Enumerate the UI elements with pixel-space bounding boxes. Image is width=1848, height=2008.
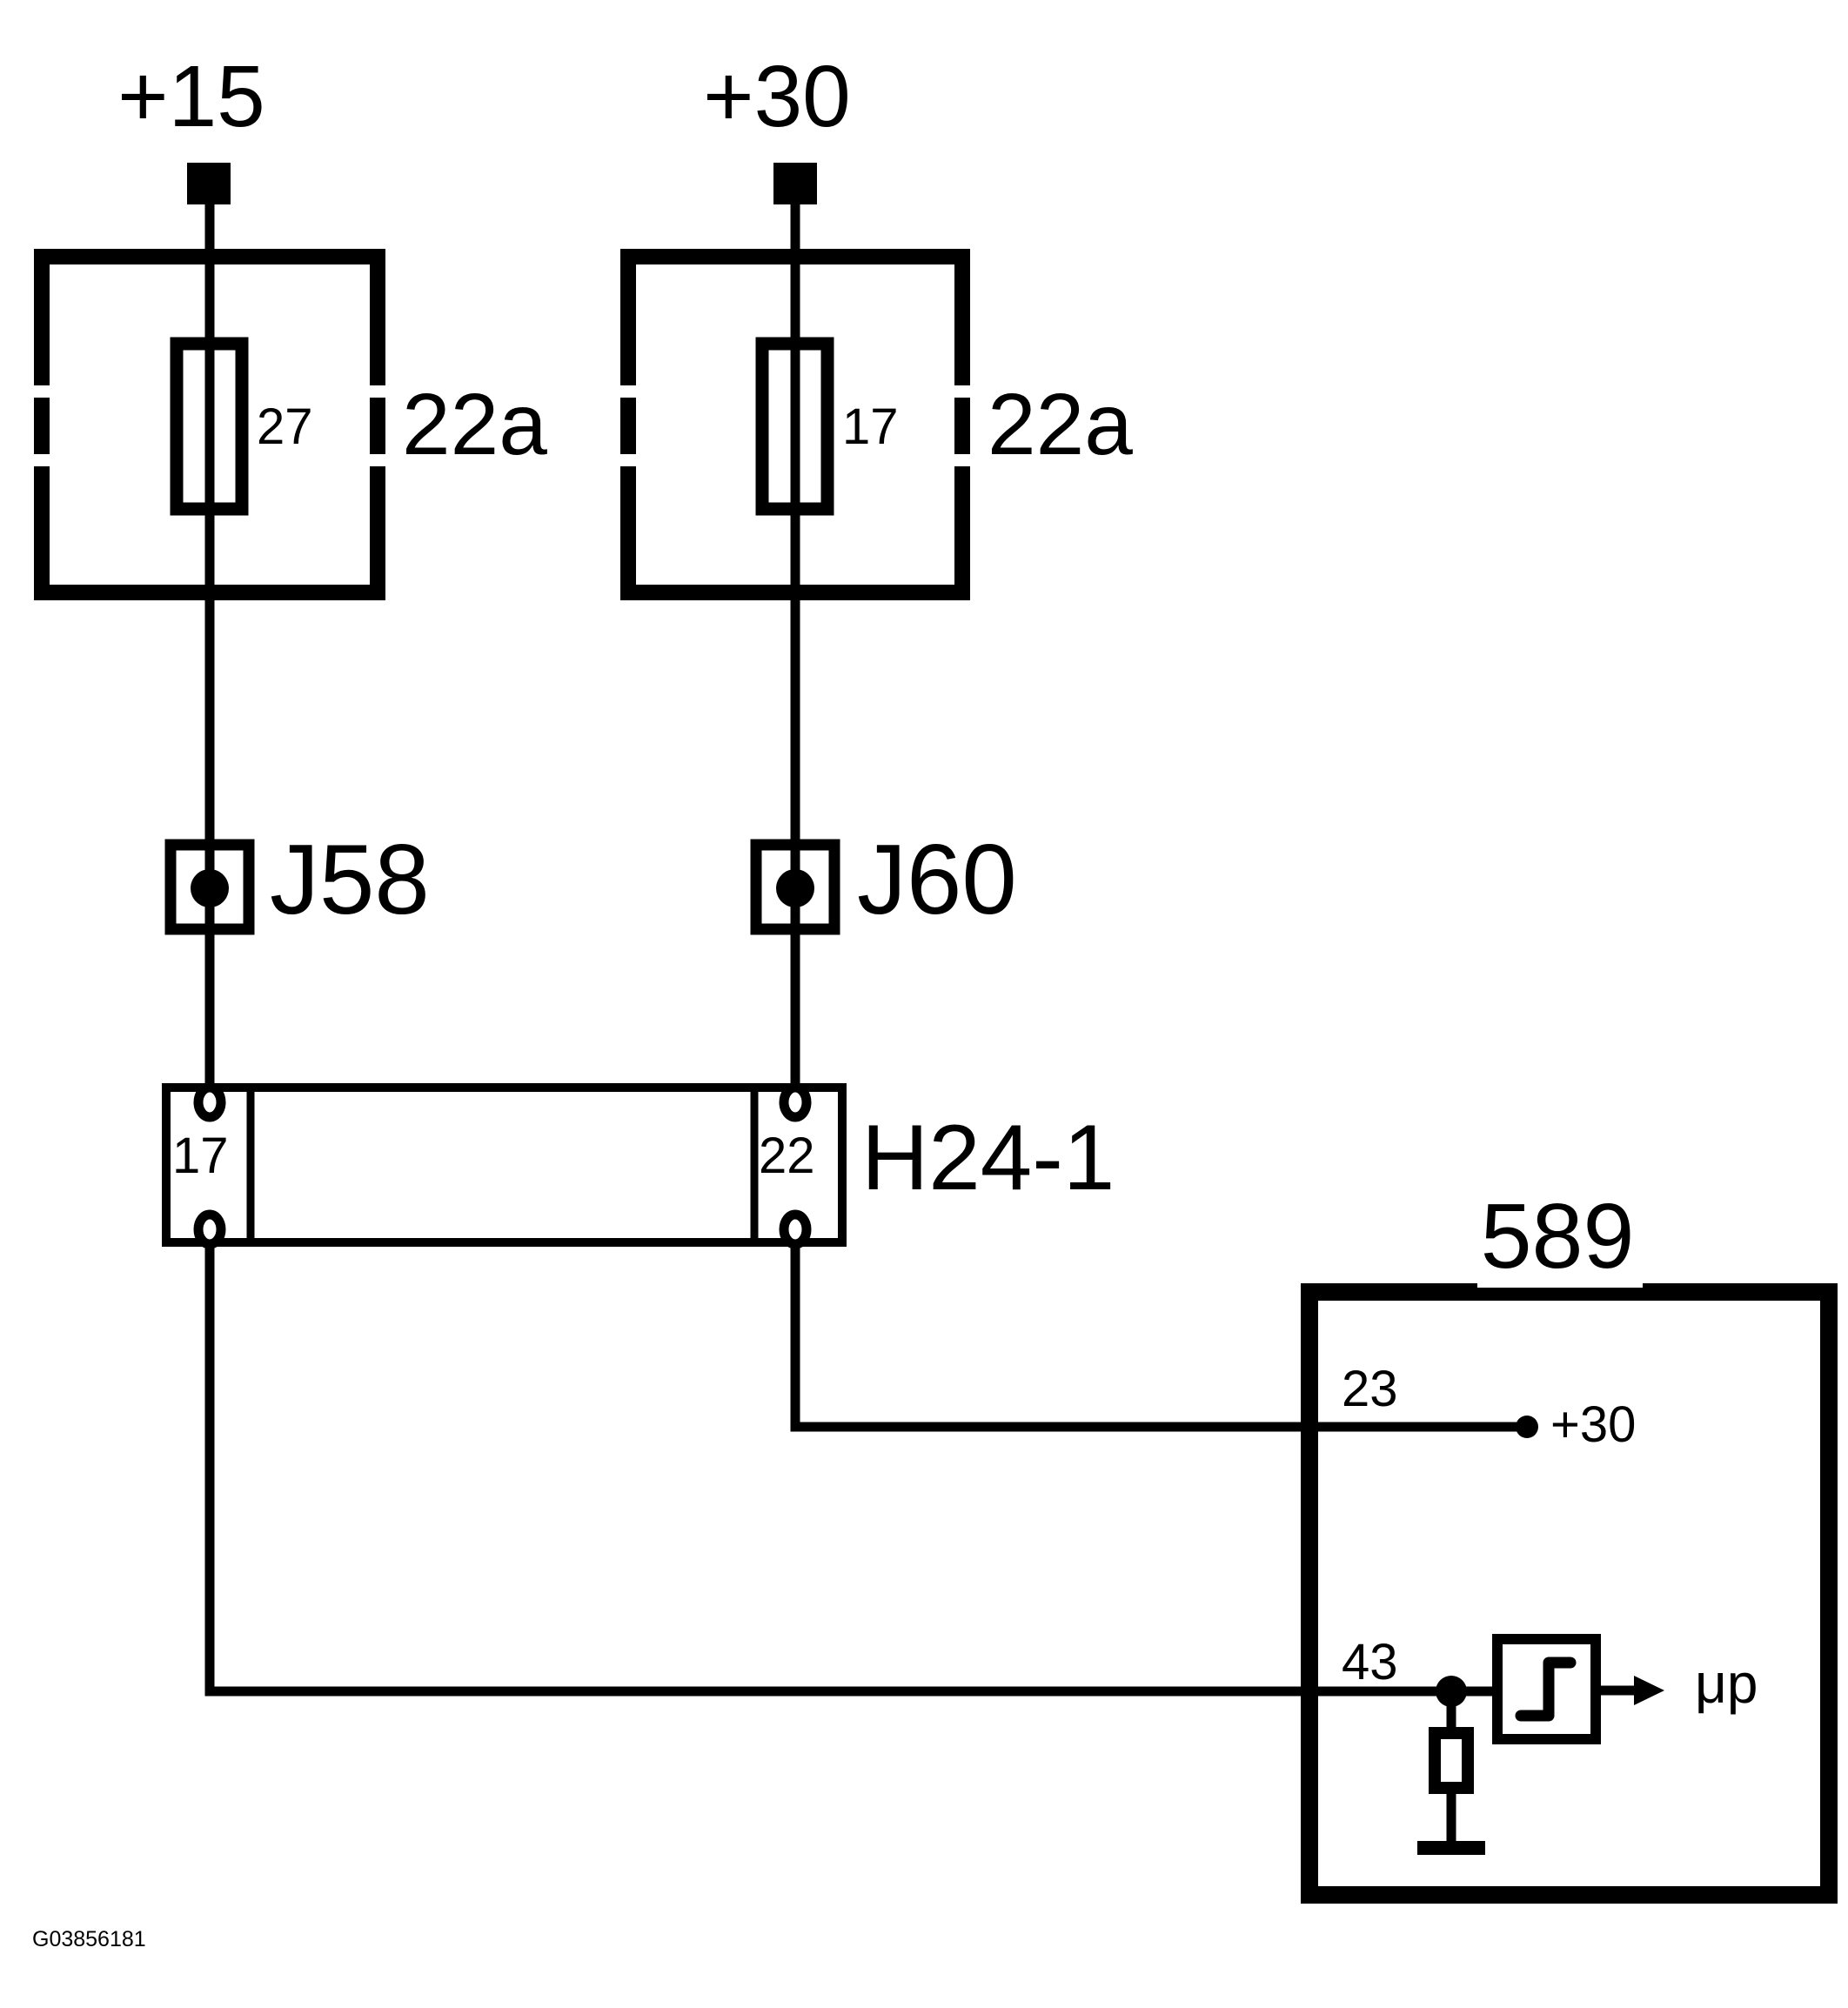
arrow-icon	[1634, 1676, 1664, 1705]
fuse-number-label: 17	[842, 398, 899, 455]
junction-dot-icon	[1436, 1676, 1467, 1707]
fuse-panel-label: 22a	[988, 376, 1133, 473]
connector-pin-icon	[193, 1209, 226, 1249]
diagram-id: G03856181	[32, 1927, 146, 1951]
power-terminal-label: +30	[703, 48, 851, 145]
wire-pin23	[790, 1242, 1527, 1432]
splice-label: J58	[270, 825, 430, 935]
fuse-icon	[755, 337, 834, 516]
connector-block-outline	[162, 1083, 847, 1247]
connector-pin-label: 22	[759, 1128, 815, 1184]
resistor-icon	[1429, 1727, 1474, 1794]
ground-icon	[1417, 1841, 1485, 1855]
terminal-dot-icon	[1516, 1416, 1538, 1438]
fuse-panel-label: 22a	[402, 376, 547, 473]
connector-block: 17 22	[162, 1082, 847, 1249]
module-pin-number: 23	[1342, 1361, 1398, 1417]
splice-label: J60	[857, 825, 1017, 935]
fuse-panel-box: 27	[34, 249, 385, 600]
connector-label: H24-1	[861, 1105, 1115, 1209]
module-pin-signal-label: μp	[1695, 1652, 1758, 1715]
connector-pin-icon	[193, 1082, 226, 1122]
module-label-backing	[1477, 1251, 1643, 1288]
connector-pin-icon	[779, 1082, 812, 1122]
power-terminal-icon	[773, 163, 817, 204]
power-terminal-label: +15	[117, 48, 265, 145]
module-pin-number: 43	[1342, 1634, 1398, 1690]
connector-pin-label: 17	[172, 1128, 229, 1184]
splice-dot-icon	[191, 869, 229, 907]
fuse-number-label: 27	[257, 398, 313, 455]
fuse-icon	[170, 337, 249, 516]
module-box	[1301, 1283, 1838, 1904]
wire-pin43	[204, 1242, 1492, 1697]
splice-dot-icon	[776, 869, 814, 907]
power-terminal-icon	[187, 163, 231, 204]
module-label: 589	[1481, 1185, 1635, 1288]
module-pin-signal-label: +30	[1550, 1396, 1636, 1453]
fuse-panel-box: 17	[620, 249, 970, 600]
schmitt-trigger-icon	[1515, 1657, 1577, 1722]
connector-pin-icon	[779, 1209, 812, 1249]
